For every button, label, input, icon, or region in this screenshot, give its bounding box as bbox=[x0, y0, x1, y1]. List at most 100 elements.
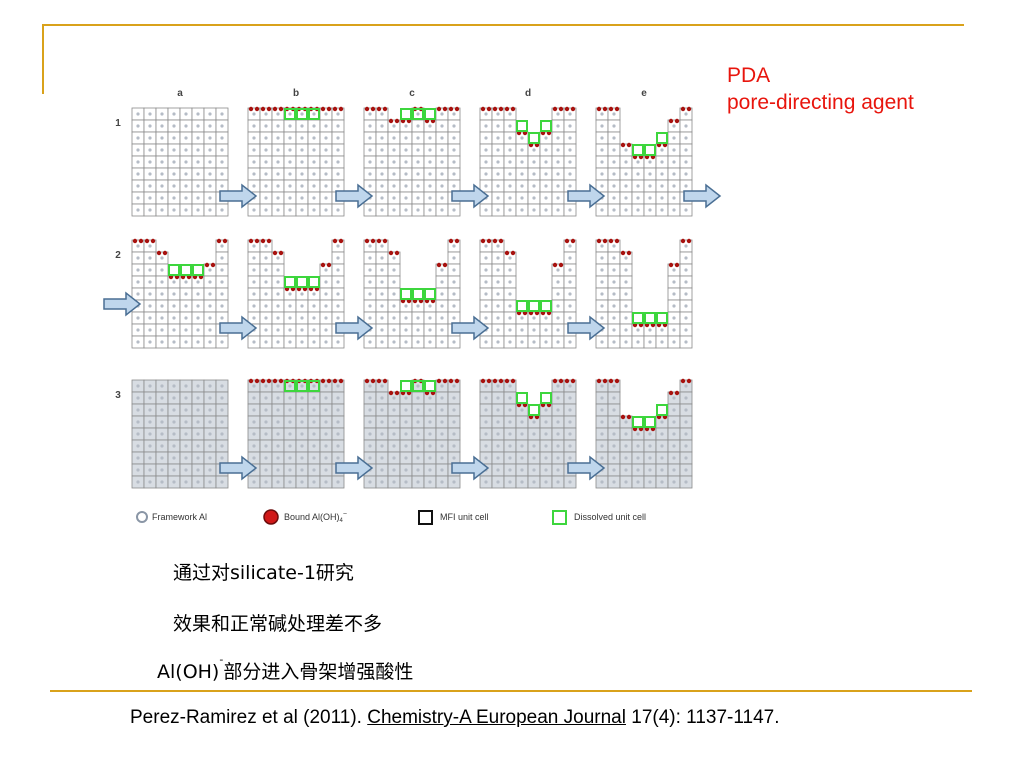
framework-al-site bbox=[600, 340, 604, 344]
framework-al-site bbox=[508, 148, 512, 152]
process-arrow bbox=[335, 315, 374, 341]
framework-al-site bbox=[648, 432, 652, 436]
framework-al-site bbox=[160, 456, 164, 460]
framework-al-site bbox=[568, 304, 572, 308]
bound-al-site bbox=[332, 238, 338, 244]
framework-al-site bbox=[148, 280, 152, 284]
framework-al-site bbox=[684, 456, 688, 460]
framework-al-site bbox=[196, 280, 200, 284]
framework-al-site bbox=[684, 208, 688, 212]
framework-al-site bbox=[312, 396, 316, 400]
framework-al-site bbox=[452, 456, 456, 460]
framework-al-site bbox=[672, 292, 676, 296]
framework-al-site bbox=[172, 480, 176, 484]
framework-al-site bbox=[252, 256, 256, 260]
framework-al-site bbox=[380, 384, 384, 388]
bound-al-site bbox=[564, 378, 570, 384]
framework-al-site bbox=[568, 256, 572, 260]
framework-al-site bbox=[136, 328, 140, 332]
process-arrow bbox=[335, 455, 374, 481]
framework-al-site bbox=[160, 208, 164, 212]
framework-al-site bbox=[288, 148, 292, 152]
framework-al-site bbox=[368, 184, 372, 188]
framework-al-site bbox=[452, 396, 456, 400]
framework-al-site bbox=[288, 456, 292, 460]
framework-al-site bbox=[600, 432, 604, 436]
bound-al-site bbox=[370, 378, 376, 384]
framework-al-site bbox=[428, 160, 432, 164]
framework-al-site bbox=[520, 136, 524, 140]
framework-al-site bbox=[336, 268, 340, 272]
framework-al-site bbox=[684, 172, 688, 176]
framework-al-site bbox=[312, 304, 316, 308]
bound-al-site bbox=[272, 378, 278, 384]
bound-al-site bbox=[260, 378, 266, 384]
panel-1c bbox=[363, 106, 461, 217]
framework-al-site bbox=[392, 148, 396, 152]
framework-al-site bbox=[544, 444, 548, 448]
framework-al-site bbox=[252, 112, 256, 116]
framework-al-site bbox=[252, 384, 256, 388]
framework-al-site bbox=[672, 456, 676, 460]
bullet-line-2: 效果和正常碱处理差不多 bbox=[173, 613, 383, 635]
framework-al-site bbox=[184, 196, 188, 200]
framework-al-site bbox=[484, 304, 488, 308]
framework-al-site bbox=[684, 468, 688, 472]
framework-al-site bbox=[416, 328, 420, 332]
bound-al-site bbox=[332, 378, 338, 384]
framework-al-site bbox=[196, 124, 200, 128]
framework-al-site bbox=[672, 304, 676, 308]
framework-al-site bbox=[520, 432, 524, 436]
framework-al-site bbox=[568, 480, 572, 484]
framework-al-site bbox=[136, 208, 140, 212]
framework-al-site bbox=[600, 244, 604, 248]
framework-al-site bbox=[300, 124, 304, 128]
framework-al-site bbox=[556, 124, 560, 128]
framework-al-site bbox=[624, 468, 628, 472]
bound-al-site bbox=[608, 378, 614, 384]
framework-al-site bbox=[404, 456, 408, 460]
framework-al-site bbox=[172, 468, 176, 472]
framework-al-site bbox=[196, 456, 200, 460]
framework-al-site bbox=[440, 160, 444, 164]
bound-al-site bbox=[260, 106, 266, 112]
framework-al-site bbox=[428, 124, 432, 128]
framework-al-site bbox=[252, 480, 256, 484]
bound-al-site bbox=[382, 106, 388, 112]
framework-al-site bbox=[624, 208, 628, 212]
panel-2a bbox=[131, 238, 229, 349]
framework-al-site bbox=[556, 172, 560, 176]
framework-al-site bbox=[484, 340, 488, 344]
framework-al-site bbox=[220, 396, 224, 400]
framework-al-site bbox=[568, 172, 572, 176]
bound-al-site bbox=[278, 378, 284, 384]
framework-al-site bbox=[324, 112, 328, 116]
framework-al-site bbox=[440, 480, 444, 484]
framework-al-site bbox=[520, 184, 524, 188]
framework-al-site bbox=[636, 184, 640, 188]
process-arrow bbox=[103, 291, 142, 317]
bound-al-site bbox=[272, 106, 278, 112]
bound-al-site bbox=[492, 238, 498, 244]
framework-al-site bbox=[160, 292, 164, 296]
bound-al-site bbox=[320, 378, 326, 384]
framework-al-site bbox=[336, 480, 340, 484]
framework-al-site bbox=[336, 384, 340, 388]
bound-al-site bbox=[364, 378, 370, 384]
framework-al-site bbox=[148, 432, 152, 436]
framework-al-site bbox=[508, 408, 512, 412]
framework-al-site bbox=[220, 292, 224, 296]
framework-al-site bbox=[160, 256, 164, 260]
framework-al-site bbox=[336, 124, 340, 128]
process-arrow bbox=[335, 183, 374, 209]
framework-al-site bbox=[252, 136, 256, 140]
framework-al-site bbox=[264, 124, 268, 128]
framework-al-site bbox=[452, 384, 456, 388]
framework-al-site bbox=[208, 172, 212, 176]
bound-al-site bbox=[278, 106, 284, 112]
column-label-b: b bbox=[293, 88, 299, 99]
framework-al-site bbox=[324, 268, 328, 272]
dissolved-legend-marker bbox=[552, 510, 567, 525]
framework-al-site bbox=[184, 468, 188, 472]
framework-al-site bbox=[380, 196, 384, 200]
